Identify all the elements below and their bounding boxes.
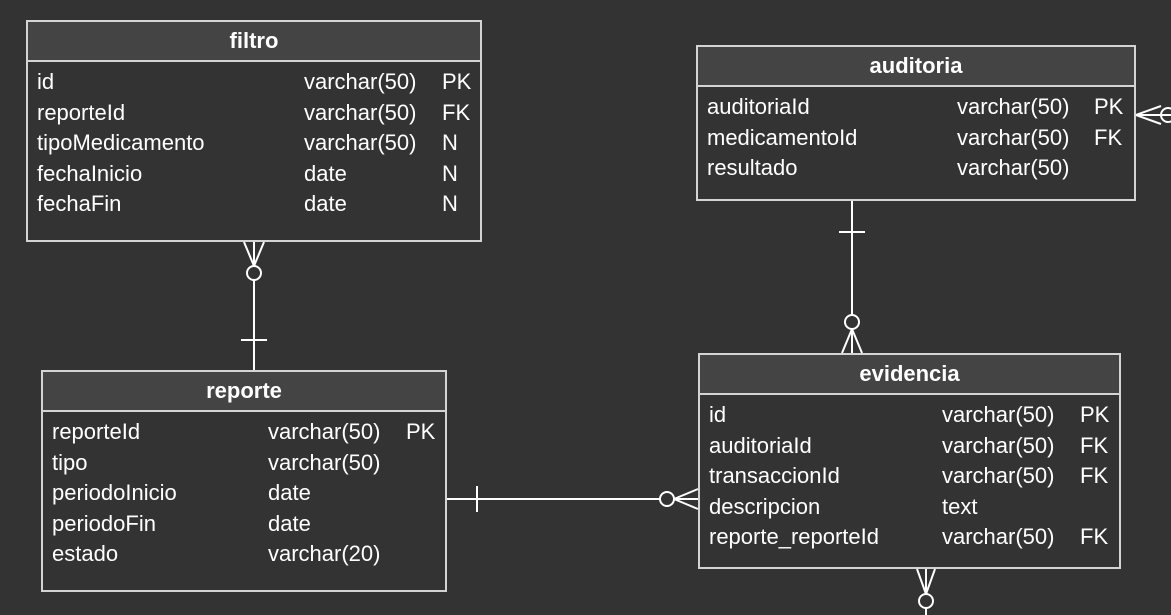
attribute-type: text — [942, 493, 978, 519]
entity-title: evidencia — [700, 355, 1119, 395]
relationship-evidencia-offscreen[interactable] — [916, 568, 936, 615]
attribute-key: FK — [442, 99, 471, 125]
attribute-type: varchar(50) — [942, 524, 1055, 549]
attribute-type: varchar(20) — [268, 541, 381, 566]
attribute-name: transaccionId — [709, 463, 840, 488]
attribute-type: varchar(50) — [304, 99, 417, 125]
attribute-row[interactable]: transaccionId varchar(50) FK — [700, 461, 1119, 492]
zero-marker — [918, 593, 934, 609]
crow-foot-right — [925, 568, 936, 595]
attribute-name: fechaFin — [37, 191, 122, 216]
crow-foot-left — [841, 328, 853, 354]
attribute-row[interactable]: fechaFin date N — [28, 189, 480, 220]
relationship-reporte-filtro[interactable] — [241, 241, 267, 370]
entity-filtro[interactable]: filtro id varchar(50) PK reporteId varch… — [26, 20, 482, 242]
attribute-row[interactable]: reporteId varchar(50) FK — [28, 98, 480, 129]
entity-reporte[interactable]: reporte reporteId varchar(50) PK tipo va… — [41, 370, 447, 592]
attribute-type: varchar(50) — [957, 155, 1070, 180]
attribute-name: reporte_reporteId — [709, 524, 879, 549]
attribute-name: fechaInicio — [37, 160, 143, 186]
attribute-row[interactable]: reporteId varchar(50) PK — [43, 417, 445, 448]
attribute-type: varchar(50) — [942, 463, 1055, 488]
zero-marker — [844, 314, 860, 330]
relationship-reporte-evidencia[interactable] — [447, 486, 699, 512]
attribute-type: date — [304, 160, 347, 186]
crow-foot-bottom — [673, 498, 699, 510]
attribute-row[interactable]: reporte_reporteId varchar(50) FK — [700, 522, 1119, 553]
attribute-key: FK — [1080, 524, 1109, 549]
attribute-name: descripcion — [709, 493, 821, 519]
attribute-name: auditoriaId — [707, 94, 810, 119]
attribute-key: N — [442, 130, 458, 155]
attribute-name: estado — [52, 541, 119, 566]
entity-title: auditoria — [698, 47, 1134, 87]
entity-title: filtro — [28, 22, 480, 62]
attribute-type: varchar(50) — [268, 449, 381, 475]
attribute-key: N — [442, 191, 458, 216]
crow-foot-top — [1135, 105, 1162, 116]
attribute-name: resultado — [707, 155, 798, 180]
crow-foot-right — [253, 241, 265, 267]
zero-marker — [246, 265, 262, 281]
entity-title: reporte — [43, 372, 445, 412]
relationship-auditoria-evidencia[interactable] — [839, 201, 865, 354]
attribute-key: PK — [406, 419, 436, 444]
attribute-row[interactable]: auditoriaId varchar(50) PK — [698, 92, 1134, 123]
attribute-type: date — [268, 510, 311, 536]
attribute-row[interactable]: auditoriaId varchar(50) FK — [700, 431, 1119, 462]
attribute-type: varchar(50) — [304, 69, 417, 94]
attribute-key: FK — [1094, 124, 1123, 150]
attribute-name: medicamentoId — [707, 124, 858, 150]
attribute-name: id — [37, 69, 55, 94]
attribute-row[interactable]: medicamentoId varchar(50) FK — [698, 123, 1134, 154]
attribute-type: varchar(50) — [942, 402, 1055, 427]
attribute-type: varchar(50) — [304, 130, 417, 155]
attribute-row[interactable]: id varchar(50) PK — [28, 67, 480, 98]
attribute-row[interactable]: periodoInicio date — [43, 478, 445, 509]
attribute-row[interactable]: tipoMedicamento varchar(50) N — [28, 128, 480, 159]
attribute-name: periodoFin — [52, 510, 156, 536]
attribute-type: varchar(50) — [942, 432, 1055, 458]
attribute-key: FK — [1080, 463, 1109, 488]
attribute-row[interactable]: descripcion text — [700, 492, 1119, 523]
attribute-row[interactable]: resultado varchar(50) — [698, 153, 1134, 184]
zero-marker — [659, 491, 675, 507]
attribute-name: tipoMedicamento — [37, 130, 205, 155]
attribute-type: varchar(50) — [957, 94, 1070, 119]
crow-foot-left — [916, 568, 927, 595]
zero-marker — [1160, 107, 1171, 123]
crow-foot-bottom — [1135, 114, 1162, 125]
attribute-key: PK — [1094, 94, 1124, 119]
attribute-row[interactable]: estado varchar(20) — [43, 539, 445, 570]
attribute-name: auditoriaId — [709, 432, 812, 458]
attribute-key: N — [442, 160, 458, 186]
attribute-name: reporteId — [52, 419, 141, 444]
attribute-key: FK — [1080, 432, 1109, 458]
attribute-key: PK — [1080, 402, 1110, 427]
entity-auditoria[interactable]: auditoria auditoriaId varchar(50) PK med… — [696, 45, 1136, 201]
attribute-name: tipo — [52, 449, 88, 475]
crow-foot-left — [243, 241, 255, 267]
attribute-row[interactable]: id varchar(50) PK — [700, 400, 1119, 431]
attribute-type: varchar(50) — [957, 124, 1070, 150]
attribute-row[interactable]: periodoFin date — [43, 509, 445, 540]
attribute-type: varchar(50) — [268, 419, 381, 444]
relationship-auditoria-offscreen[interactable] — [1135, 105, 1171, 125]
entity-evidencia[interactable]: evidencia id varchar(50) PK auditoriaId … — [698, 353, 1121, 569]
crow-foot-top — [673, 488, 699, 500]
attribute-name: periodoInicio — [52, 480, 177, 505]
attribute-row[interactable]: tipo varchar(50) — [43, 448, 445, 479]
attribute-type: date — [268, 480, 311, 505]
attribute-type: date — [304, 191, 347, 216]
attribute-row[interactable]: fechaInicio date N — [28, 159, 480, 190]
attribute-key: PK — [442, 69, 472, 94]
attribute-name: reporteId — [37, 99, 126, 125]
crow-foot-right — [851, 328, 863, 354]
attribute-name: id — [709, 402, 727, 427]
